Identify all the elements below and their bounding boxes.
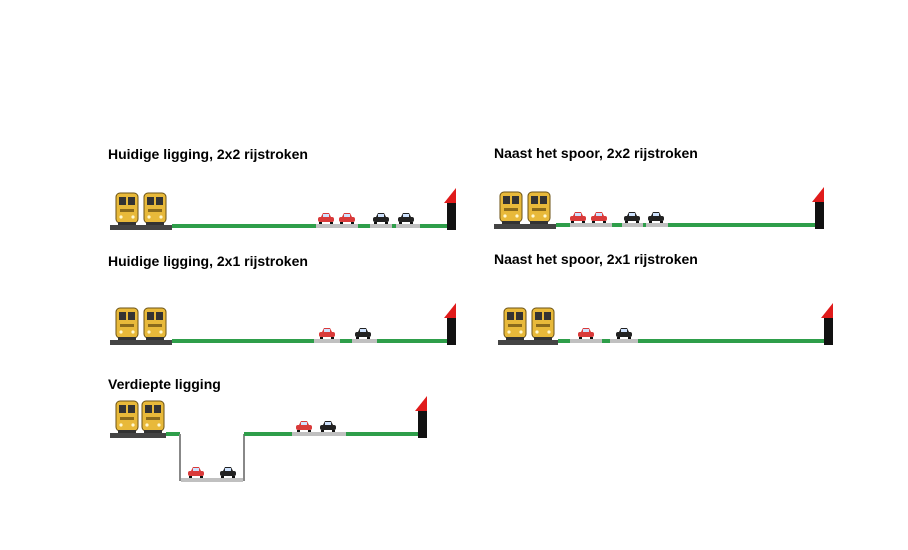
car-icon	[339, 213, 355, 224]
car-icon	[296, 421, 312, 432]
train-icon	[141, 400, 165, 433]
train-icon	[531, 307, 555, 340]
car-icon	[616, 328, 632, 339]
rail-bed	[110, 340, 172, 345]
rail-bed	[110, 225, 172, 230]
car-icon	[570, 212, 586, 223]
rail-bed	[498, 340, 558, 345]
train-icon	[503, 307, 527, 340]
title-rail-2x1: Naast het spoor, 2x1 rijstroken	[494, 251, 698, 267]
train-icon	[499, 191, 523, 224]
title-sunken: Verdiepte ligging	[108, 376, 221, 392]
train-icon	[115, 192, 139, 225]
building-icon	[415, 396, 427, 438]
train-icon	[143, 307, 167, 340]
car-icon	[220, 467, 236, 478]
car-icon	[648, 212, 664, 223]
title-current-2x1: Huidige ligging, 2x1 rijstroken	[108, 253, 308, 269]
car-icon	[591, 212, 607, 223]
car-icon	[398, 213, 414, 224]
building-icon	[821, 303, 833, 345]
train-icon	[143, 192, 167, 225]
train-icon	[527, 191, 551, 224]
train-icon	[115, 400, 139, 433]
title-rail-2x2: Naast het spoor, 2x2 rijstroken	[494, 145, 698, 161]
car-icon	[318, 213, 334, 224]
car-icon	[355, 328, 371, 339]
car-icon	[319, 328, 335, 339]
rail-bed	[494, 224, 556, 229]
car-icon	[578, 328, 594, 339]
building-icon	[444, 188, 456, 230]
car-icon	[373, 213, 389, 224]
building-icon	[444, 303, 456, 345]
car-icon	[624, 212, 640, 223]
train-icon	[115, 307, 139, 340]
car-icon	[320, 421, 336, 432]
car-icon	[188, 467, 204, 478]
title-current-2x2: Huidige ligging, 2x2 rijstroken	[108, 146, 308, 162]
rail-bed	[110, 433, 166, 438]
building-icon	[812, 187, 824, 229]
